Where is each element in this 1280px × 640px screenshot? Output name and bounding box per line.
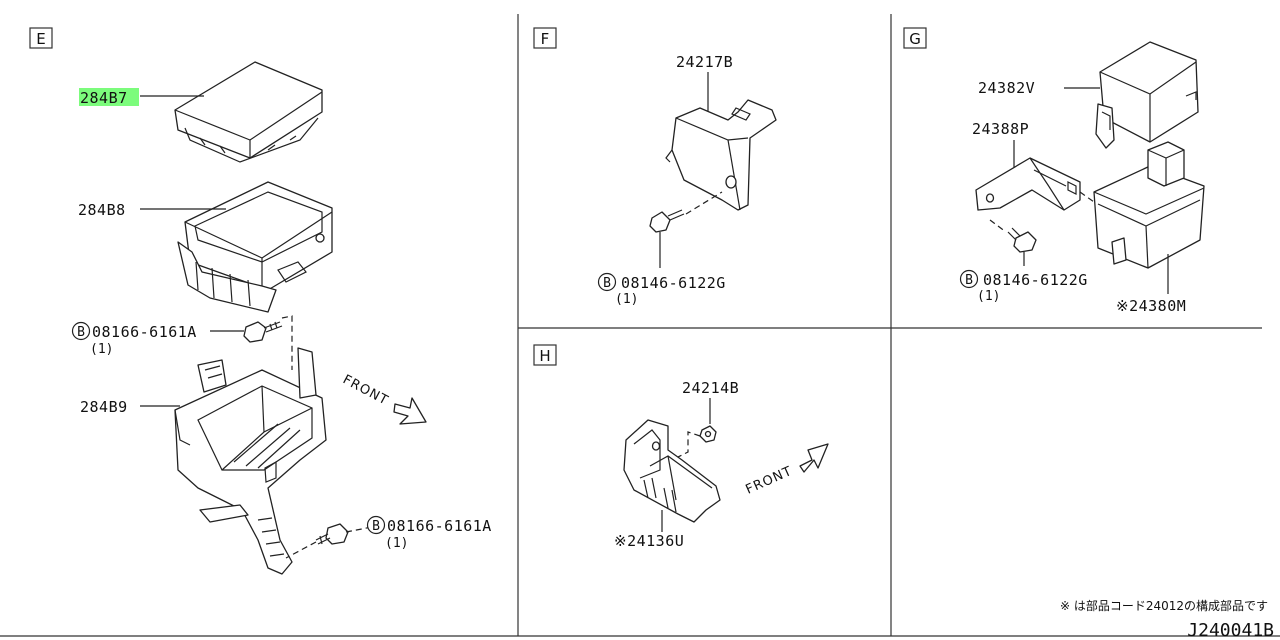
dash-bolt-e-top [281, 315, 293, 370]
bolt-marker-g [959, 269, 979, 289]
dash-bolt-g [989, 219, 1007, 233]
label-24214b[interactable]: 24214B [682, 379, 739, 397]
label-bolt-g[interactable]: 08146-6122G [983, 271, 1088, 289]
front-text-e: FRONT [340, 372, 391, 408]
front-text-h: FRONT [744, 464, 795, 498]
part-24136u-bracket[interactable] [623, 419, 721, 523]
section-label-f: F [533, 27, 557, 49]
label-bolt-e-bottom[interactable]: 08166-6161A [387, 517, 492, 535]
part-24388p-bracket[interactable] [975, 157, 1081, 211]
part-24382v-cover[interactable] [1095, 41, 1199, 149]
label-bolt-f[interactable]: 08146-6122G [621, 274, 726, 292]
front-indicator-e: FRONT [340, 372, 427, 425]
qty-bolt-g: (1) [977, 289, 1000, 304]
label-284b7[interactable]: 284B7 [80, 89, 128, 107]
section-f-letter: F [541, 30, 550, 48]
front-arrow-e-icon [393, 397, 427, 425]
highlight-284b7 [79, 88, 139, 106]
label-24136u[interactable]: ※24136U [614, 532, 684, 550]
section-h-letter: H [539, 347, 550, 365]
label-bolt-e-top[interactable]: 08166-6161A [92, 323, 197, 341]
dash-box-g [1079, 191, 1095, 203]
part-284b8-tray[interactable] [177, 181, 333, 313]
section-g-letter: G [909, 30, 921, 48]
bolt-marker-letter-e-bottom: B [372, 519, 380, 534]
bolt-marker-letter-e-top: B [77, 325, 85, 340]
section-e-letter: E [36, 30, 45, 48]
qty-bolt-f: (1) [615, 292, 638, 307]
label-24388p[interactable]: 24388P [972, 120, 1029, 138]
front-indicator-h: FRONT [744, 443, 829, 498]
bolt-g[interactable] [1007, 227, 1037, 253]
bolt-e-bottom[interactable] [315, 523, 349, 545]
label-284b8[interactable]: 284B8 [78, 201, 126, 219]
bolt-marker-letter-g: B [965, 273, 973, 288]
bolt-marker-e-bottom [366, 515, 386, 535]
dash-bolt-f [685, 191, 723, 215]
part-284b9-lower-case[interactable] [174, 347, 327, 575]
section-label-e: E [29, 27, 53, 49]
label-284b9[interactable]: 284B9 [80, 398, 128, 416]
label-24217b[interactable]: 24217B [676, 53, 733, 71]
qty-bolt-e-top: (1) [90, 342, 113, 357]
footer-note: ※ は部品コード24012の構成部品です [1060, 598, 1268, 613]
part-284b7-cover[interactable] [174, 61, 323, 163]
bolt-e-top[interactable] [243, 321, 283, 343]
bolt-marker-letter-f: B [603, 276, 611, 291]
part-24380m-box[interactable] [1093, 141, 1205, 269]
label-24380m[interactable]: ※24380M [1116, 297, 1186, 315]
bolt-f[interactable] [649, 209, 685, 233]
label-24382v[interactable]: 24382V [978, 79, 1035, 97]
section-label-g: G [903, 27, 927, 49]
bolt-marker-f [597, 272, 617, 292]
part-24217b-bracket[interactable] [665, 99, 777, 211]
diagram-ref-code: J240041B [1187, 620, 1274, 640]
dash-bolt-e-bottom-left [285, 541, 317, 559]
qty-bolt-e-bottom: (1) [385, 536, 408, 551]
front-arrow-h-icon [799, 443, 829, 473]
bolt-marker-e-top [71, 321, 91, 341]
part-24214b-nut[interactable] [699, 425, 717, 443]
section-label-h: H [533, 344, 557, 366]
